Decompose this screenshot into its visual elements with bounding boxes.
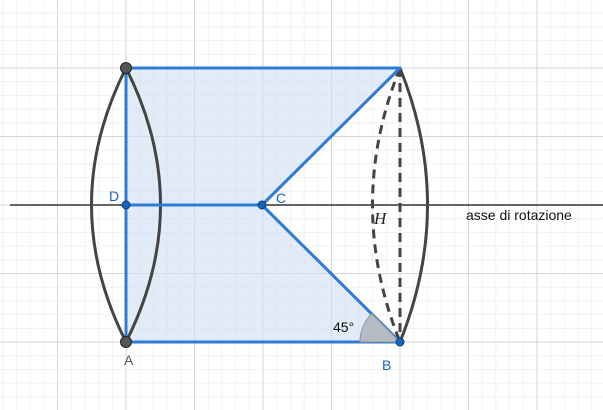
point-D[interactable] <box>121 200 131 210</box>
axis-label: asse di rotazione <box>466 207 572 223</box>
point-top-left[interactable] <box>120 62 132 74</box>
label-C: C <box>276 190 286 206</box>
label-A: A <box>124 352 134 368</box>
label-H: H <box>373 209 388 228</box>
point-A[interactable] <box>120 336 132 348</box>
shaded-region <box>126 68 400 342</box>
hidden-arc <box>371 67 402 343</box>
label-D: D <box>109 188 119 204</box>
segment-C-top <box>260 66 402 207</box>
label-angle: 45° <box>333 319 354 335</box>
right-solid-outline <box>398 67 429 343</box>
point-B[interactable] <box>395 337 405 347</box>
angle-marker <box>359 312 402 343</box>
point-C[interactable] <box>257 200 267 210</box>
label-B: B <box>382 357 391 373</box>
